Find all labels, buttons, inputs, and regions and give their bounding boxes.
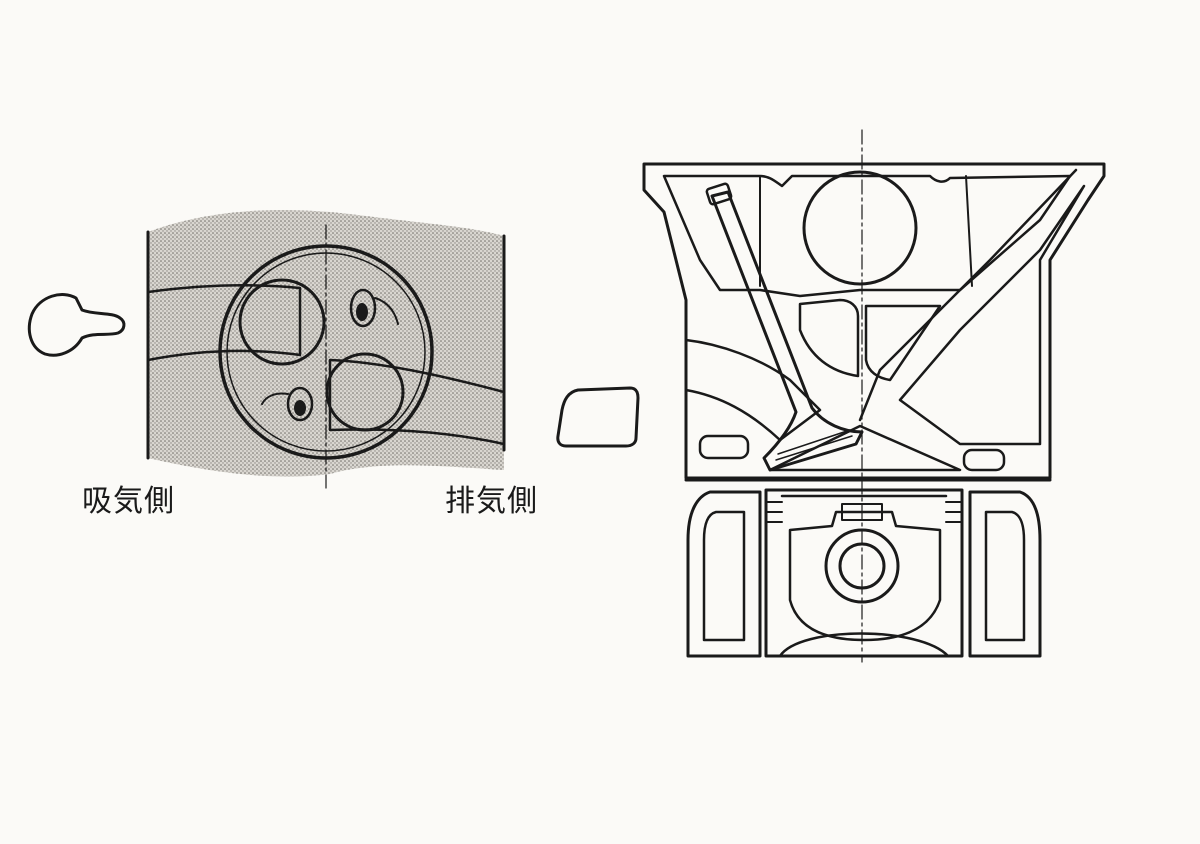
camshaft-bore [802, 170, 918, 286]
injector-boss [261, 386, 314, 422]
cylinder-head-plan-view [146, 209, 506, 489]
exhaust-valve-head [325, 352, 405, 432]
piston [764, 488, 964, 658]
exhaust-side-label: 排気側 [445, 484, 538, 519]
exhaust-port-passage [328, 358, 504, 446]
intake-side-label: 吸気側 [82, 484, 175, 519]
intake-valve-head [238, 278, 326, 366]
cylinder-head-cross-section [642, 162, 1106, 480]
intake-port-section [27, 293, 126, 357]
intake-port-passage [148, 283, 302, 362]
valve [705, 182, 864, 472]
head-section-casting [642, 162, 1106, 480]
cylinder-block [686, 490, 1042, 658]
spark-plug-boss [349, 288, 399, 328]
exhaust-port-section [556, 386, 640, 448]
